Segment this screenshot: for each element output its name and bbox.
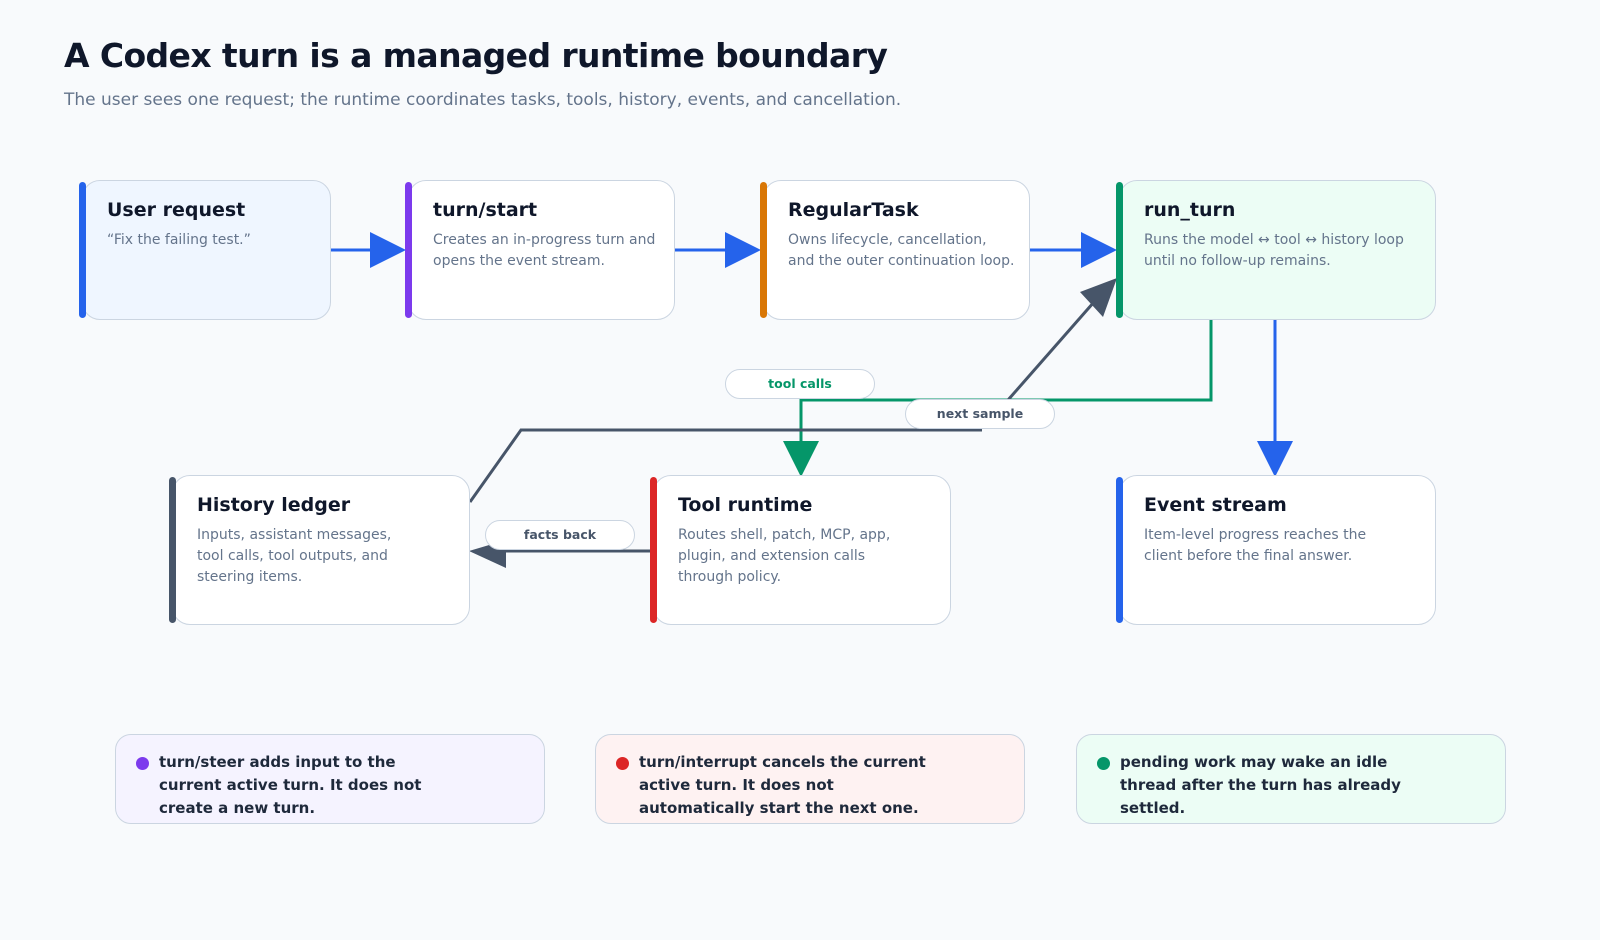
note-pending-work: pending work may wake an idle thread aft… [1076, 734, 1506, 824]
accent-bar [650, 477, 657, 623]
node-title: Tool runtime [678, 494, 813, 516]
node-description: Routes shell, patch, MCP, app, plugin, a… [678, 527, 891, 585]
node-tool-runtime: Tool runtime Routes shell, patch, MCP, a… [650, 475, 951, 625]
node-description: Owns lifecycle, cancellation, and the ou… [788, 232, 1015, 269]
arrowhead-next-sample [1080, 278, 1117, 317]
accent-bar [79, 182, 86, 318]
node-title: History ledger [197, 494, 351, 516]
arrowhead-event-stream [1257, 441, 1293, 477]
bullet-dot [616, 757, 629, 770]
bullet-dot [1097, 757, 1110, 770]
edge-label-tool-calls: tool calls [725, 369, 875, 399]
edge-next-sample [468, 428, 982, 503]
accent-bar [1116, 477, 1123, 623]
accent-bar [405, 182, 412, 318]
node-event-stream: Event stream Item-level progress reaches… [1116, 475, 1436, 625]
node-title: turn/start [433, 199, 538, 221]
node-run-turn: run_turn Runs the model ↔ tool ↔ history… [1116, 180, 1436, 320]
note-text: pending work may wake an idle thread aft… [1120, 753, 1401, 817]
edge-label-facts-back: facts back [485, 520, 635, 550]
arrowhead-turn-start [370, 232, 406, 268]
note-turn-interrupt: turn/interrupt cancels the current activ… [595, 734, 1025, 824]
node-title: RegularTask [788, 199, 919, 221]
node-title: Event stream [1144, 494, 1287, 516]
note-text: turn/steer adds input to the current act… [159, 753, 422, 817]
arrowhead-tool-runtime [783, 441, 819, 477]
node-description: “Fix the failing test.” [107, 232, 251, 248]
edge-next-sample-diagonal [1006, 301, 1096, 401]
node-title: User request [107, 199, 246, 221]
accent-bar [169, 477, 176, 623]
accent-bar [760, 182, 767, 318]
node-regular-task: RegularTask Owns lifecycle, cancellation… [760, 180, 1030, 320]
node-history-ledger: History ledger Inputs, assistant message… [169, 475, 470, 625]
page-subtitle: The user sees one request; the runtime c… [64, 90, 902, 110]
node-description: Inputs, assistant messages, tool calls, … [197, 527, 392, 585]
page-title: A Codex turn is a managed runtime bounda… [64, 36, 888, 75]
node-user-request: User request “Fix the failing test.” [79, 180, 331, 320]
arrowhead-run-turn [1081, 232, 1117, 268]
node-turn-start: turn/start Creates an in-progress turn a… [405, 180, 675, 320]
note-turn-steer: turn/steer adds input to the current act… [115, 734, 545, 824]
node-title: run_turn [1144, 199, 1236, 221]
note-text: turn/interrupt cancels the current activ… [639, 753, 926, 817]
node-description: Item-level progress reaches the client b… [1144, 527, 1367, 564]
node-description: Creates an in-progress turn and opens th… [433, 232, 656, 269]
accent-bar [1116, 182, 1123, 318]
arrowhead-regular-task [725, 232, 761, 268]
edge-label-next-sample: next sample [905, 399, 1055, 429]
node-description: Runs the model ↔ tool ↔ history loop unt… [1144, 232, 1404, 269]
bullet-dot [136, 757, 149, 770]
